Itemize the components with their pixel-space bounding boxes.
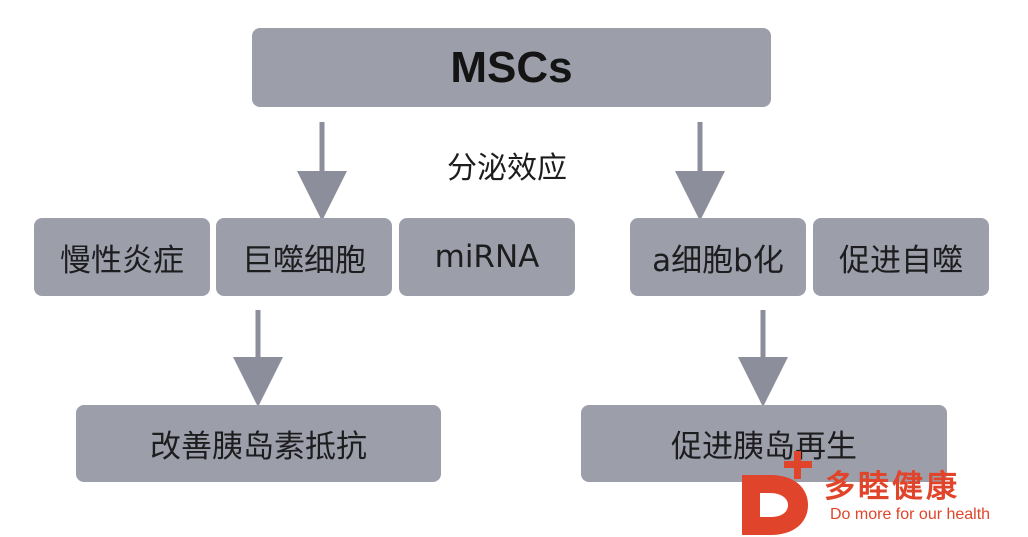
node-mirna: miRNA — [399, 218, 575, 296]
node-macrophage: 巨噬细胞 — [216, 218, 392, 296]
secretion-effect-label: 分泌效应 — [447, 151, 567, 186]
brand-watermark: 多睦健康 Do more for our health — [740, 449, 1028, 537]
node-improve-insulin-resistance: 改善胰岛素抵抗 — [76, 405, 441, 482]
brand-logo-icon — [742, 451, 812, 535]
node-promote-islet-regeneration: 促进胰岛再生 — [581, 405, 947, 482]
node-alpha-to-beta-cell: a细胞b化 — [630, 218, 806, 296]
node-mscs: MSCs — [252, 28, 771, 107]
node-promote-autophagy: 促进自噬 — [813, 218, 989, 296]
node-chronic-inflammation: 慢性炎症 — [34, 218, 210, 296]
brand-name: 多睦健康 — [824, 469, 960, 505]
brand-slogan: Do more for our health — [830, 506, 991, 523]
